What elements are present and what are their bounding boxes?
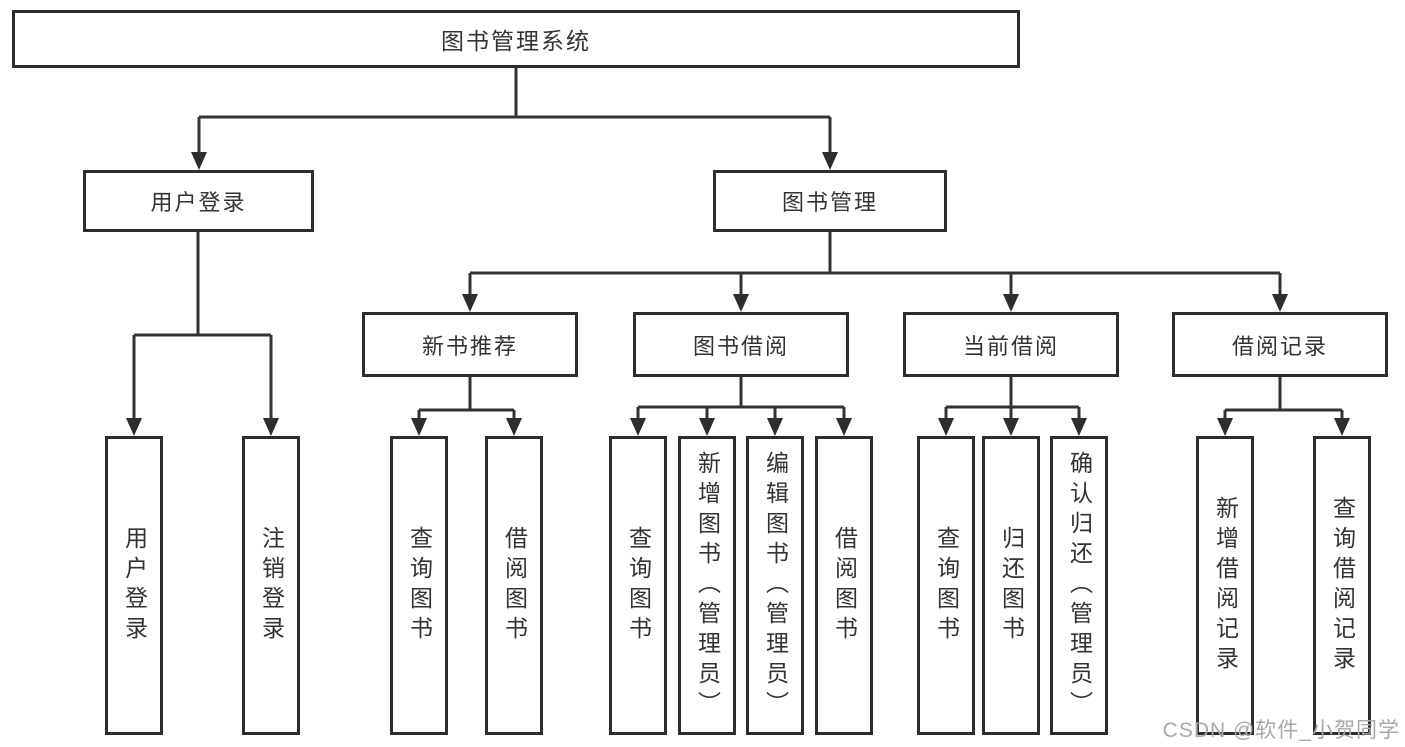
- leaf-label: 编辑图书（管理员）: [762, 450, 789, 721]
- leaf-label: 注销登录: [258, 525, 285, 646]
- node-library-management-system: 图书管理系统: [12, 10, 1020, 68]
- node-user-login: 用户登录: [83, 170, 314, 232]
- node-current-borrow: 当前借阅: [903, 312, 1119, 377]
- node-new-book-recommend: 新书推荐: [362, 312, 578, 377]
- node-leaf-edit-book-admin: 编辑图书（管理员）: [746, 436, 804, 735]
- leaf-label: 借阅图书: [501, 525, 528, 646]
- leaf-label: 查询图书: [406, 525, 433, 646]
- leaf-label: 新增图书（管理员）: [694, 450, 721, 721]
- node-leaf-add-book-admin: 新增图书（管理员）: [678, 436, 736, 735]
- node-leaf-confirm-return-admin: 确认归还（管理员）: [1050, 436, 1108, 735]
- node-leaf-query-borrow-record: 查询借阅记录: [1313, 436, 1371, 735]
- node-leaf-return-book: 归还图书: [982, 436, 1040, 735]
- node-leaf-borrow-book-recommend: 借阅图书: [485, 436, 543, 735]
- arrowheads: [126, 152, 1350, 436]
- leaf-label: 归还图书: [998, 525, 1025, 646]
- csdn-watermark: CSDN @软件_小贺同学: [1162, 719, 1400, 742]
- node-leaf-add-borrow-record: 新增借阅记录: [1196, 436, 1254, 735]
- node-leaf-query-book-current: 查询图书: [917, 436, 975, 735]
- node-book-borrow: 图书借阅: [633, 312, 849, 377]
- node-leaf-user-login: 用户登录: [105, 436, 163, 735]
- node-leaf-query-book-borrow: 查询图书: [609, 436, 667, 735]
- node-leaf-logout: 注销登录: [242, 436, 300, 735]
- node-leaf-borrow-book: 借阅图书: [815, 436, 873, 735]
- leaf-label: 查询图书: [625, 525, 652, 646]
- leaf-label: 用户登录: [121, 525, 148, 646]
- leaf-label: 新增借阅记录: [1212, 495, 1239, 676]
- leaf-label: 确认归还（管理员）: [1066, 450, 1093, 721]
- node-leaf-query-book-recommend: 查询图书: [390, 436, 448, 735]
- node-book-management: 图书管理: [713, 170, 947, 232]
- leaf-label: 查询图书: [933, 525, 960, 646]
- leaf-label: 借阅图书: [831, 525, 858, 646]
- node-borrow-records: 借阅记录: [1172, 312, 1388, 377]
- leaf-label: 查询借阅记录: [1329, 495, 1356, 676]
